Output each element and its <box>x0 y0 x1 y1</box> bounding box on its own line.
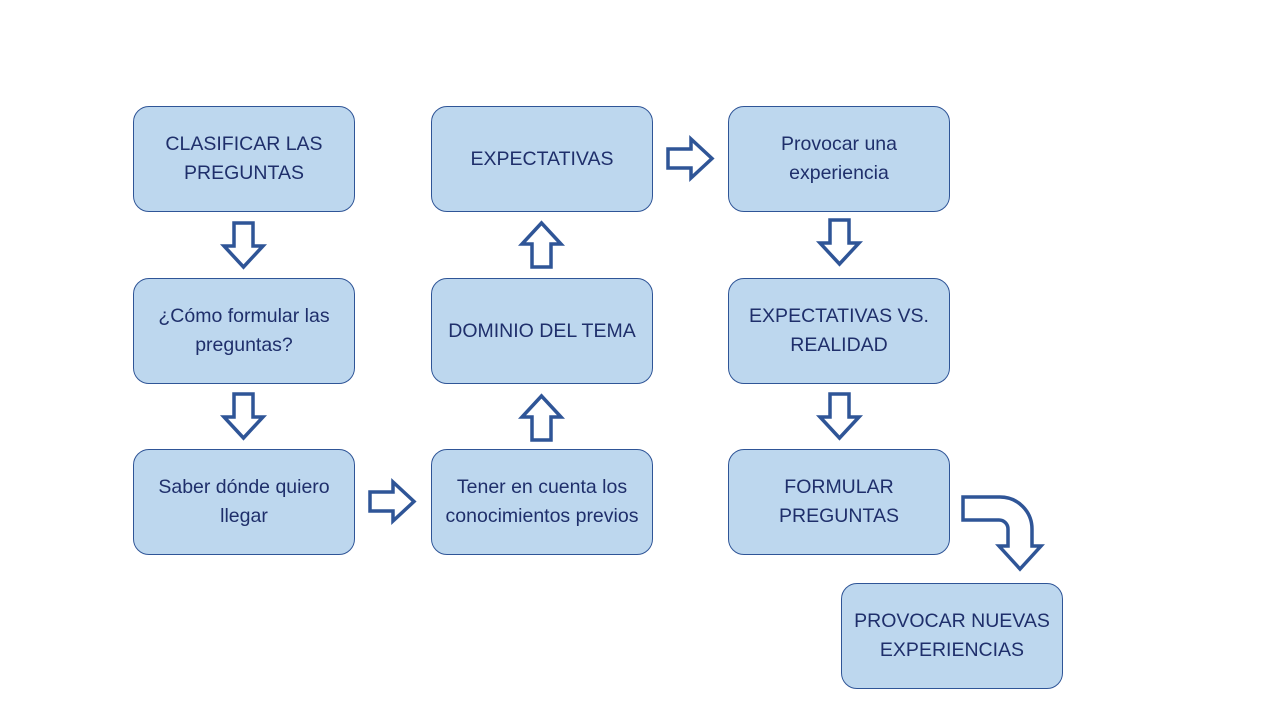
box-saber-donde: Saber dónde quiero llegar <box>133 449 355 555</box>
box-label: Tener en cuenta los conocimientos previo… <box>445 476 639 527</box>
box-label: CLASIFICAR LAS PREGUNTAS <box>165 133 323 184</box>
box-expectativas-vs-realidad: EXPECTATIVAS VS. REALIDAD <box>728 278 950 384</box>
arrow-up-icon <box>517 393 566 442</box>
arrow-down-icon <box>219 392 268 441</box>
box-label: FORMULAR PREGUNTAS <box>779 476 899 527</box>
arrow-right-icon <box>666 134 715 183</box>
arrow-bent-down-icon <box>961 495 1045 572</box>
box-provocar-nuevas: PROVOCAR NUEVAS EXPERIENCIAS <box>841 583 1063 689</box>
box-formular-preguntas: FORMULAR PREGUNTAS <box>728 449 950 555</box>
box-label: DOMINIO DEL TEMA <box>448 319 636 342</box>
box-expectativas: EXPECTATIVAS <box>431 106 653 212</box>
box-label: Provocar una experiencia <box>781 133 897 184</box>
box-clasificar-preguntas: CLASIFICAR LAS PREGUNTAS <box>133 106 355 212</box>
arrow-down-icon <box>219 221 268 270</box>
box-provocar-experiencia: Provocar una experiencia <box>728 106 950 212</box>
arrow-up-icon <box>517 220 566 269</box>
box-label: Saber dónde quiero llegar <box>158 476 330 527</box>
box-tener-en-cuenta: Tener en cuenta los conocimientos previo… <box>431 449 653 555</box>
box-label: EXPECTATIVAS <box>470 147 614 170</box>
box-label: EXPECTATIVAS VS. REALIDAD <box>749 305 929 356</box>
arrow-down-icon <box>815 218 864 267</box>
box-dominio-tema: DOMINIO DEL TEMA <box>431 278 653 384</box>
arrow-right-icon <box>368 477 417 526</box>
arrow-down-icon <box>815 392 864 441</box>
box-como-formular: ¿Cómo formular las preguntas? <box>133 278 355 384</box>
box-label: PROVOCAR NUEVAS EXPERIENCIAS <box>854 610 1050 661</box>
box-label: ¿Cómo formular las preguntas? <box>158 305 330 356</box>
